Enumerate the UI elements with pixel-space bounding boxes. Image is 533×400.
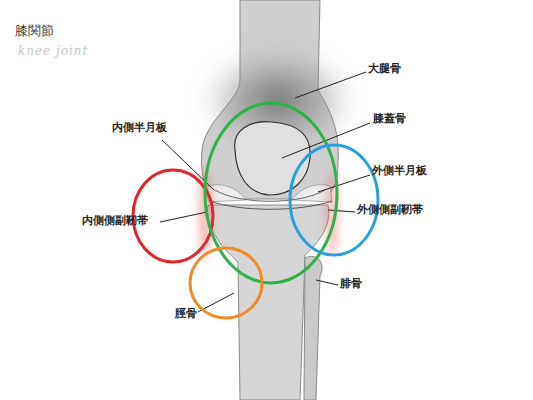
leader-line — [295, 72, 366, 98]
part-label: 大腿骨 — [368, 62, 401, 75]
part-label: 脛骨 — [175, 307, 197, 320]
part-label: 外側側副靭帯 — [357, 203, 423, 216]
highlight-circle — [290, 145, 378, 255]
part-label: 内側半月板 — [112, 121, 167, 134]
patella-outline — [235, 122, 311, 195]
watermark: knee joint — [18, 44, 88, 58]
tibia-shape — [208, 205, 329, 400]
meniscus-medial — [208, 185, 246, 202]
joint-line — [210, 201, 332, 209]
part-label: 内側側副靭帯 — [82, 214, 148, 227]
leader-line — [318, 175, 370, 192]
highlight-circle — [205, 103, 337, 283]
leader-line — [328, 210, 355, 212]
leader-line — [160, 212, 207, 222]
fibula-shape — [304, 256, 322, 400]
part-label: 外側半月板 — [372, 164, 427, 177]
part-label: 腓骨 — [340, 277, 362, 290]
diagram-title: 膝関節 — [15, 22, 54, 40]
leader-line — [316, 280, 338, 285]
highlight-circle — [190, 248, 262, 318]
part-label: 膝蓋骨 — [373, 112, 406, 125]
